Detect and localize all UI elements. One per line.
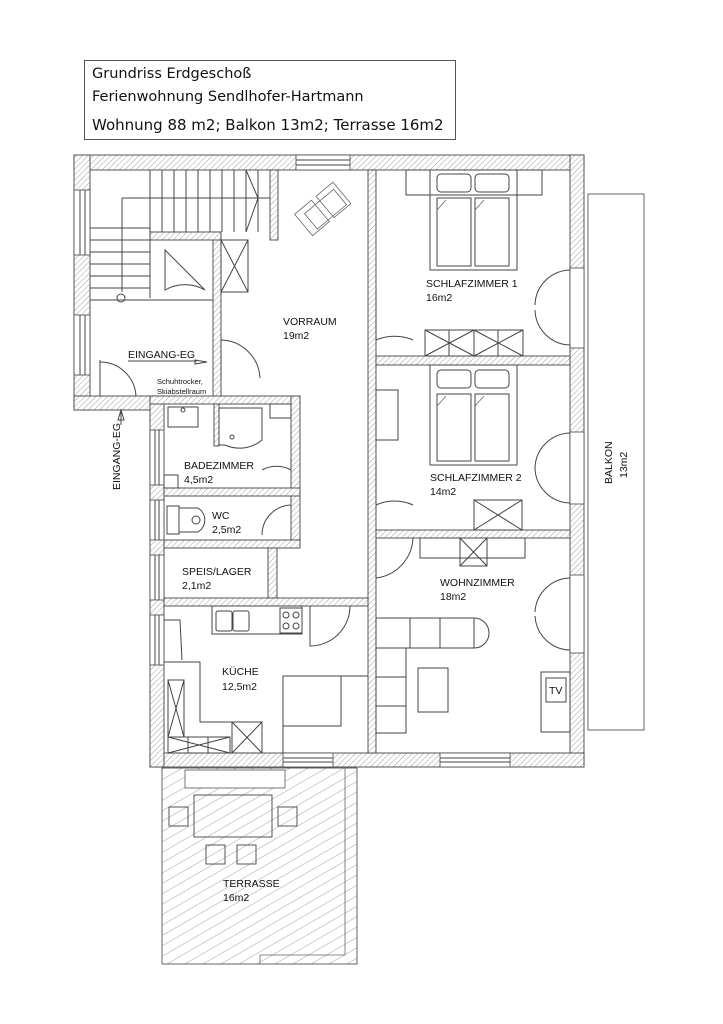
badezimmer-name: BADEZIMMER	[184, 460, 254, 472]
vorraum-name: VORRAUM	[283, 316, 337, 328]
tv-label: TV	[549, 685, 562, 697]
kitchen-fixtures	[164, 605, 368, 754]
balkon-name: BALKON	[603, 441, 615, 484]
speis-area: 2,1m2	[182, 580, 211, 592]
bed-1	[405, 169, 543, 357]
staircase	[90, 169, 270, 303]
speis-name: SPEIS/LAGER	[182, 566, 252, 578]
schlafzimmer2-name: SCHLAFZIMMER 2	[430, 472, 522, 484]
eingang-label: EINGANG-EG	[128, 349, 195, 361]
plan-title: Grundriss Erdgeschoß	[92, 66, 252, 82]
property-name: Ferienwohnung Sendlhofer-Hartmann	[92, 89, 364, 105]
title-block: Grundriss Erdgeschoß Ferienwohnung Sendl…	[84, 60, 456, 140]
armchairs	[293, 181, 352, 237]
kueche-area: 12,5m2	[222, 681, 257, 693]
schlafzimmer1-name: SCHLAFZIMMER 1	[426, 278, 518, 290]
bathroom-fixtures	[163, 403, 292, 535]
wohnzimmer-name: WOHNZIMMER	[440, 577, 515, 589]
area-summary: Wohnung 88 m2; Balkon 13m2; Terrasse 16m…	[92, 116, 444, 134]
kueche-name: KÜCHE	[222, 666, 259, 678]
terrasse-name: TERRASSE	[223, 878, 280, 890]
skiabstellraum-label: Skiabstellraum	[157, 387, 206, 396]
tv	[545, 677, 567, 703]
terrace-table	[193, 794, 273, 838]
terrasse-area: 16m2	[223, 892, 249, 904]
wc-area: 2,5m2	[212, 524, 241, 536]
schlafzimmer1-area: 16m2	[426, 292, 452, 304]
badezimmer-area: 4,5m2	[184, 474, 213, 486]
terrace	[161, 767, 358, 965]
terrace-chair	[168, 806, 189, 827]
balkon-area: 13m2	[618, 452, 630, 478]
doors	[99, 248, 571, 651]
bed-2	[375, 364, 523, 531]
vorraum-area: 19m2	[283, 330, 309, 342]
schuhtrocker-label: Schuhtrocker,	[157, 377, 203, 386]
schlafzimmer2-area: 14m2	[430, 486, 456, 498]
interior-walls	[149, 169, 571, 754]
terrace-chair	[277, 806, 298, 827]
wc-name: WC	[212, 510, 230, 522]
eingang-vertical-label: EINGANG-EG	[111, 423, 123, 490]
balcony	[587, 193, 645, 731]
terrace-chair	[205, 844, 226, 865]
terrace-chair	[236, 844, 257, 865]
room-labels: VORRAUM 19m2 EINGANG-EG Schuhtrocker, Sk…	[111, 278, 630, 904]
windows	[73, 154, 585, 768]
living-room-furniture	[375, 537, 571, 734]
wohnzimmer-area: 18m2	[440, 591, 466, 603]
